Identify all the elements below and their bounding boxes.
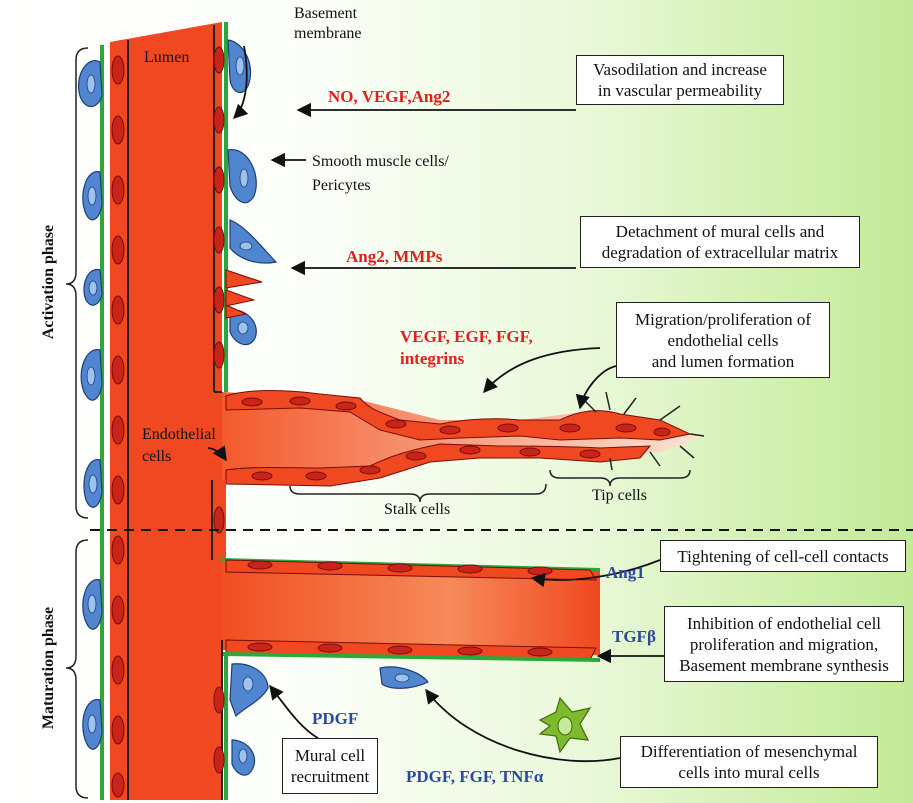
protrusions [226, 270, 262, 318]
factor-ang2-mmps: Ang2, MMPs [346, 246, 442, 267]
box-migration-text: Migration/proliferation of endothelial c… [635, 309, 811, 372]
phase-braces [66, 48, 88, 798]
smooth-muscle-label: Smooth muscle cells/ Pericytes [312, 150, 449, 198]
factor-tgfb: TGFβ [612, 626, 656, 647]
left-mural-cells [79, 61, 102, 750]
box-detachment: Detachment of mural cells and degradatio… [580, 216, 860, 268]
box-differentiation: Differentiation of mesenchymal cells int… [620, 736, 878, 788]
factor-pdgf: PDGF [312, 708, 358, 729]
box-migration: Migration/proliferation of endothelial c… [616, 302, 830, 378]
box-tightening-text: Tightening of cell-cell contacts [677, 546, 888, 567]
stalk-cells-label: Stalk cells [384, 500, 450, 520]
box-vasodilation: Vasodilation and increase in vascular pe… [576, 55, 784, 105]
box-mural-recruitment-text: Mural cell recruitment [291, 745, 369, 787]
tip-cells-label: Tip cells [592, 486, 647, 506]
box-tightening: Tightening of cell-cell contacts [660, 540, 906, 572]
box-inhibition-text: Inhibition of endothelial cell prolifera… [679, 613, 889, 676]
activation-phase-label: Activation phase [40, 202, 60, 362]
basement-membrane-label: Basement membrane [294, 4, 362, 44]
box-inhibition: Inhibition of endothelial cell prolifera… [664, 606, 904, 682]
sprout [212, 391, 704, 561]
factor-pdgf-fgf-tnfa: PDGF, FGF, TNFα [406, 766, 543, 787]
box-vasodilation-text: Vasodilation and increase in vascular pe… [593, 59, 767, 101]
lumen-label: Lumen [144, 48, 189, 68]
factor-ang1: Ang1 [606, 562, 645, 583]
box-detachment-text: Detachment of mural cells and degradatio… [602, 221, 838, 263]
factor-vegf-egf-fgf-integrins: VEGF, EGF, FGF, integrins [400, 326, 533, 370]
factor-no-vegf-ang2: NO, VEGF,Ang2 [328, 86, 450, 107]
endothelial-cells-label: Endothelial cells [142, 424, 216, 468]
box-mural-recruitment: Mural cell recruitment [282, 738, 378, 794]
mesenchymal-cell [540, 698, 590, 752]
maturation-phase-label: Maturation phase [40, 588, 60, 748]
box-differentiation-text: Differentiation of mesenchymal cells int… [641, 741, 858, 783]
